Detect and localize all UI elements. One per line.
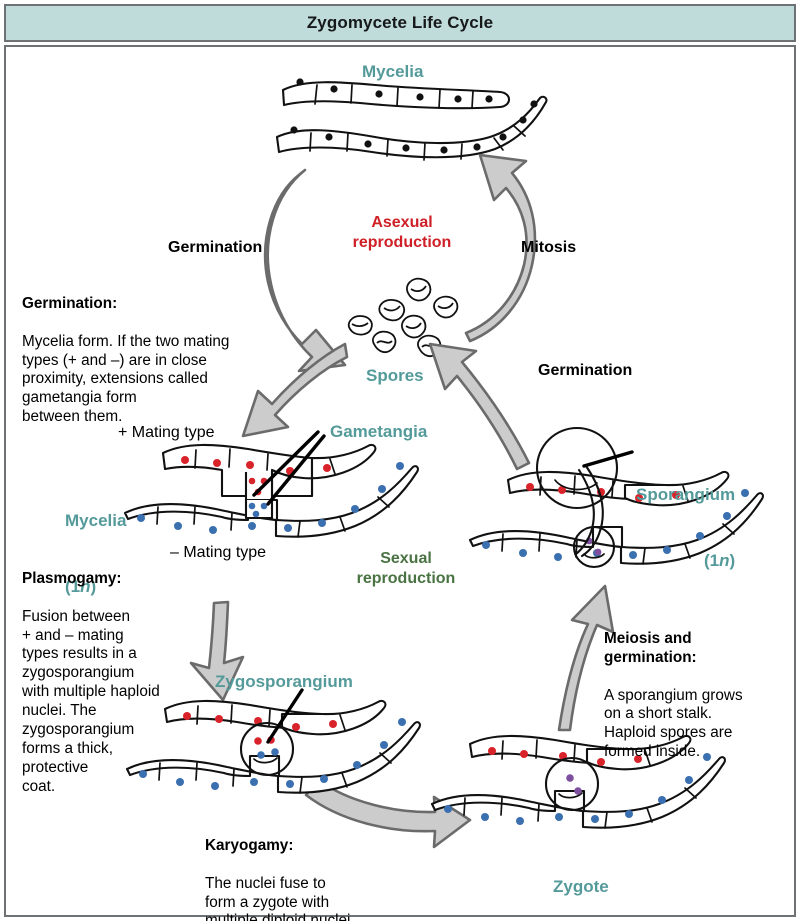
label-mycelia-haploid: Mycelia (1n): [65, 511, 127, 597]
description-meiosis-body: A sporangium grows on a short stalk. Hap…: [604, 686, 743, 761]
description-plasmogamy-body: Fusion between + and – mating types resu…: [22, 607, 160, 795]
label-minus-mating-type: – Mating type: [170, 544, 267, 561]
label-mycelia-top: Mycelia: [362, 62, 424, 81]
figure-title-bar: Zygomycete Life Cycle: [4, 4, 796, 42]
description-germination-body: Mycelia form. If the two mating types (+…: [22, 332, 230, 426]
label-germination-left: Germination: [168, 239, 263, 256]
description-meiosis: Meiosis and germination: A sporangium gr…: [604, 611, 784, 762]
label-germination-right: Germination: [538, 362, 633, 379]
label-mitosis: Mitosis: [521, 239, 577, 256]
sporangium-name: Sporangium: [636, 485, 736, 505]
description-karyogamy: Karyogamy: The nuclei fuse to form a zyg…: [205, 818, 435, 921]
description-germination-heading: Germination:: [22, 294, 118, 312]
ploidy-n-italic: n: [719, 551, 730, 571]
label-zygosporangium: Zygosporangium: [215, 672, 353, 691]
label-gametangia: Gametangia: [330, 422, 428, 441]
zygote-name: Zygote: [553, 877, 609, 897]
page-title: Zygomycete Life Cycle: [306, 13, 494, 32]
label-zygote: Zygote (2n): [553, 832, 609, 921]
label-sexual-reproduction: Sexual reproduction: [356, 550, 456, 587]
label-spores: Spores: [366, 366, 424, 385]
description-plasmogamy-heading: Plasmogamy:: [22, 569, 122, 587]
label-sporangium: Sporangium (1n): [636, 485, 736, 571]
description-germination: Germination: Mycelia form. If the two ma…: [22, 276, 290, 427]
mycelia-haploid-name: Mycelia: [65, 511, 127, 531]
description-plasmogamy: Plasmogamy: Fusion between + and – matin…: [22, 551, 207, 797]
ploidy-n-italic: n: [80, 577, 91, 597]
label-plus-mating-type: + Mating type: [118, 424, 215, 441]
label-asexual-reproduction: Asexual reproduction: [352, 214, 452, 251]
description-karyogamy-body: The nuclei fuse to form a zygote with mu…: [205, 874, 355, 921]
description-karyogamy-heading: Karyogamy:: [205, 836, 294, 854]
description-meiosis-heading: Meiosis and germination:: [604, 629, 697, 666]
